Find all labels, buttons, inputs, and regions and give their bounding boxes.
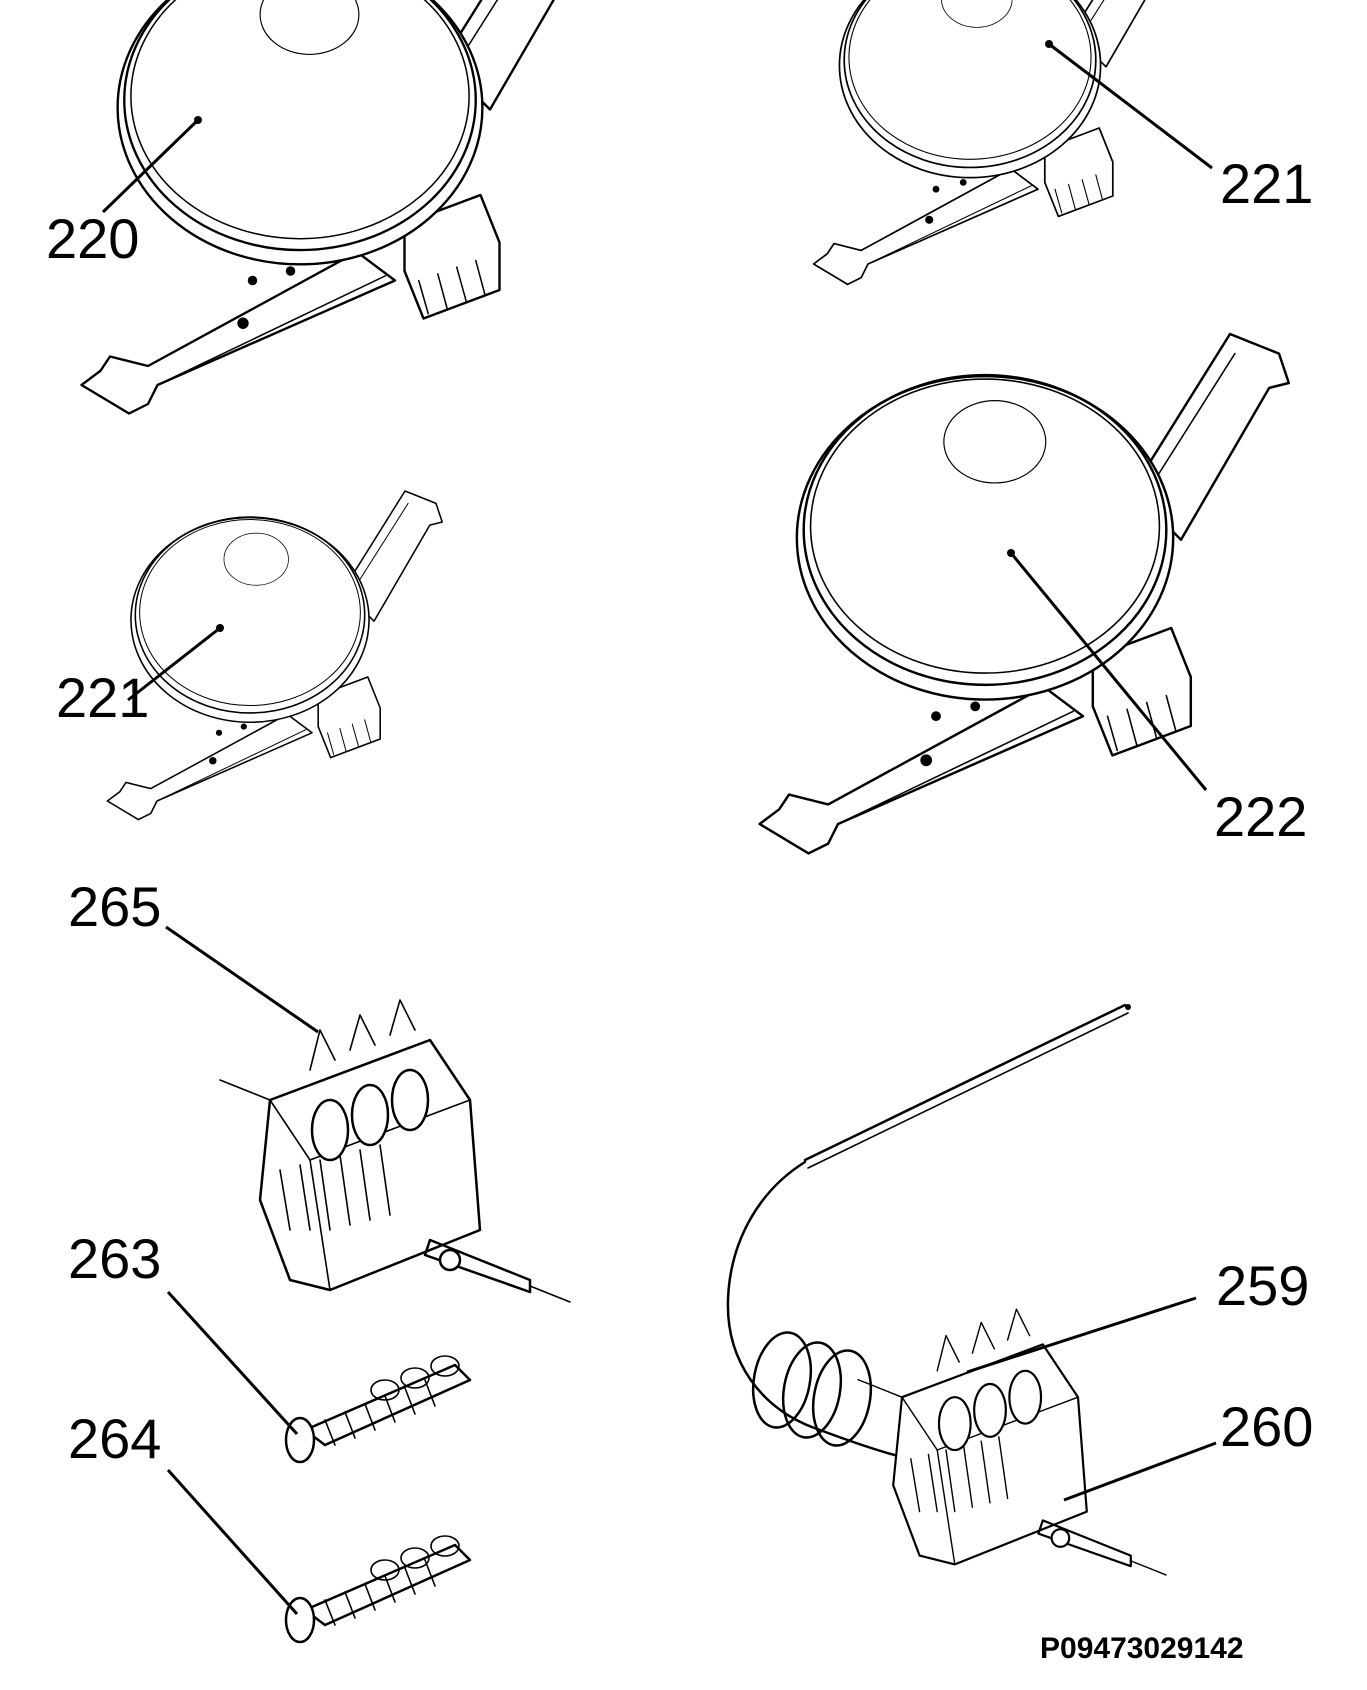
connector-264-drawing (284, 1534, 472, 1644)
leader-221-left (127, 626, 221, 702)
leader-222-tip (1007, 549, 1015, 557)
label-221-top: 221 (1220, 152, 1313, 215)
connector-263-drawing (284, 1354, 472, 1464)
leader-265 (165, 925, 319, 1034)
hotplate-220-drawing (80, 0, 596, 415)
hotplate-222-drawing (758, 332, 1291, 855)
leader-220 (101, 118, 200, 214)
leader-220-tip (194, 116, 202, 124)
label-220: 220 (46, 207, 139, 270)
label-265: 265 (68, 875, 161, 938)
leader-260 (1063, 1441, 1217, 1502)
leader-264 (166, 1468, 299, 1616)
thermostat-switch-drawing (856, 1308, 1168, 1577)
label-264: 264 (68, 1407, 161, 1470)
leader-221-top (1048, 42, 1213, 170)
label-263: 263 (68, 1227, 161, 1290)
reference-code: P09473029142 (1040, 1632, 1244, 1665)
hotplate-221-left-drawing (106, 490, 443, 821)
label-259: 259 (1216, 1254, 1309, 1317)
leader-221-top-tip (1045, 40, 1053, 48)
leader-221-left-tip (216, 624, 224, 632)
label-260: 260 (1220, 1395, 1313, 1458)
leader-263 (166, 1290, 299, 1436)
switch-265-drawing (218, 998, 572, 1304)
label-221-left: 221 (56, 666, 149, 729)
leader-222 (1009, 552, 1208, 791)
leader-259 (966, 1296, 1197, 1374)
thermostat-capillary-drawing (726, 1003, 1131, 1462)
label-222: 222 (1214, 785, 1307, 848)
hotplate-221-top-drawing (812, 0, 1182, 286)
